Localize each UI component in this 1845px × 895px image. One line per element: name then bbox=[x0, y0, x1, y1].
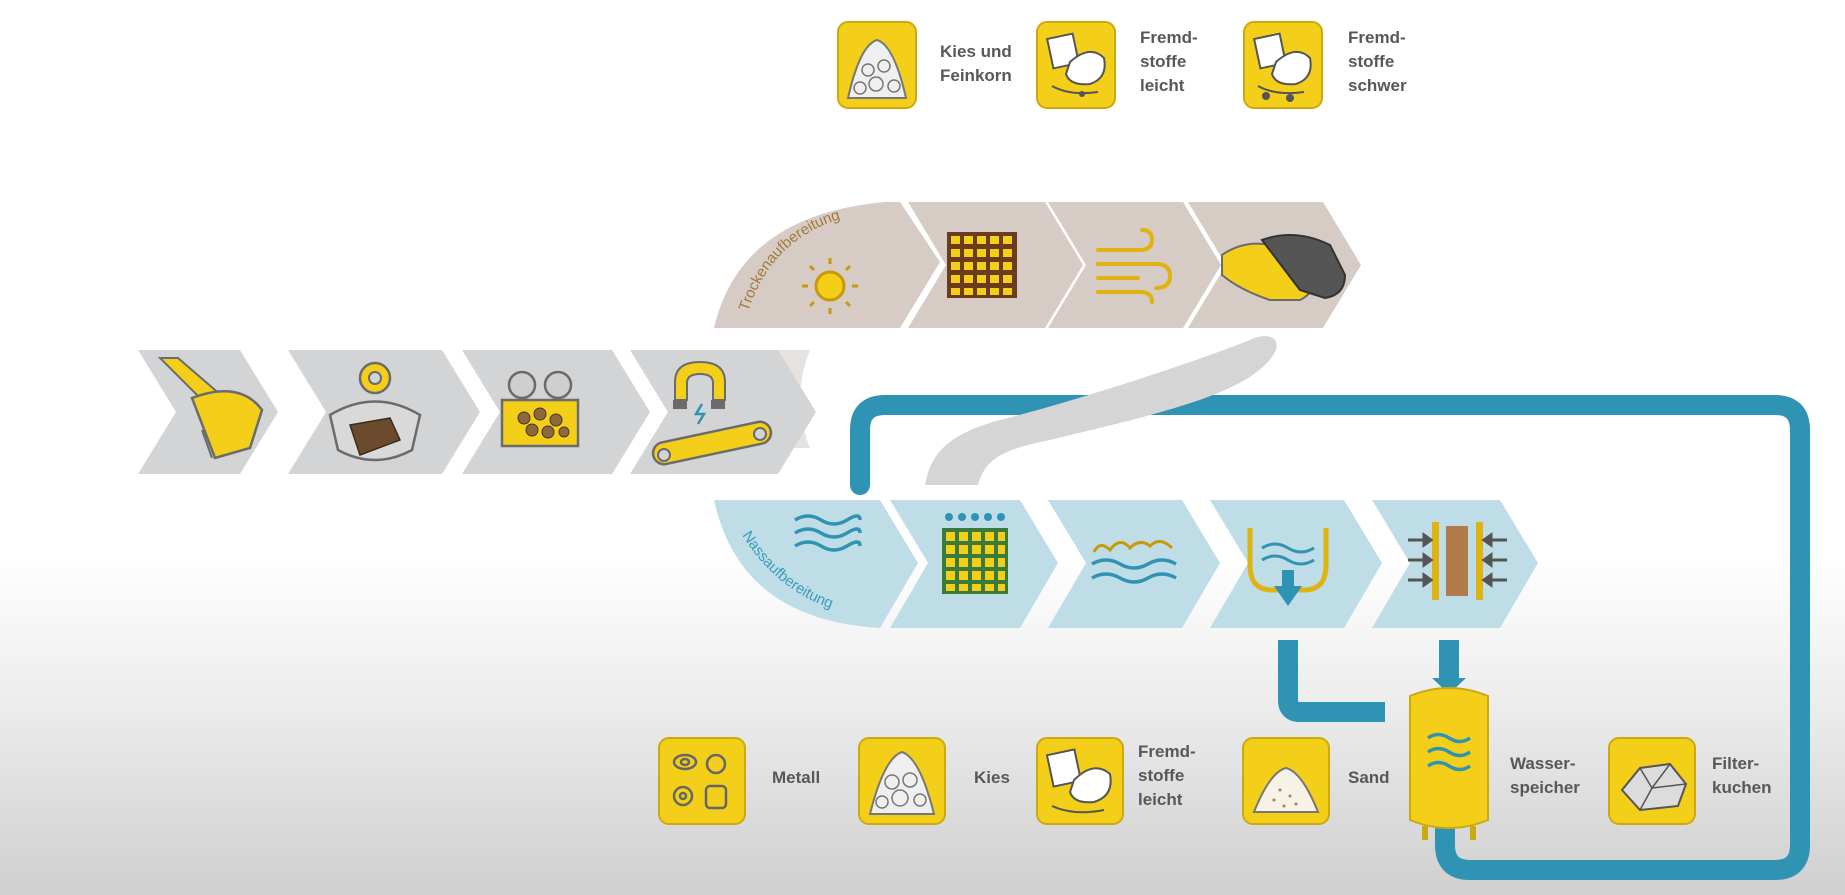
wet-start-chevron bbox=[714, 500, 918, 628]
wet-branch: Nassaufbereitung bbox=[714, 500, 1538, 628]
bottom-output-label-2: Kies bbox=[974, 768, 1010, 787]
bottom-output-label-1: Metall bbox=[772, 768, 821, 787]
sun-icon bbox=[802, 258, 858, 314]
top-output-label-3: Fremd- stoffe schwer bbox=[1348, 28, 1407, 95]
sieve-grid-icon bbox=[947, 232, 1017, 298]
filter-press-icon bbox=[1408, 522, 1507, 600]
water-drop-pipe bbox=[1439, 640, 1459, 678]
wet-sieve-icon bbox=[942, 513, 1008, 594]
grab-crusher-icon bbox=[328, 361, 422, 462]
water-waves-icon bbox=[794, 514, 862, 552]
excavator-bucket-icon bbox=[157, 357, 264, 460]
sand-icon bbox=[1242, 737, 1330, 825]
top-output-label-2: Fremd- stoffe leicht bbox=[1140, 28, 1198, 95]
filter-cake-icon bbox=[1608, 737, 1696, 825]
bottom-output-label-6: Filter- kuchen bbox=[1712, 754, 1772, 797]
top-output-label-1: Kies und Feinkorn bbox=[940, 42, 1012, 85]
dry-start-chevron bbox=[714, 202, 940, 328]
gravel-pile-icon bbox=[837, 21, 917, 109]
light-foreign-matter-icon bbox=[1036, 21, 1116, 109]
metal-parts-icon bbox=[658, 737, 746, 825]
gravel-icon bbox=[858, 737, 946, 825]
bottom-output-label-3: Fremd- stoffe leicht bbox=[1138, 742, 1196, 809]
roller-crusher-icon bbox=[500, 370, 580, 448]
bottom-output-label-5: Wasser- speicher bbox=[1510, 754, 1580, 797]
dry-to-wet-connector bbox=[925, 336, 1277, 485]
sand-drop-pipe bbox=[1278, 640, 1385, 722]
magnet-conveyor-icon bbox=[651, 360, 773, 466]
air-wind-icon bbox=[1096, 228, 1173, 304]
heavy-foreign-matter-icon bbox=[1243, 21, 1323, 109]
gloves-icon bbox=[1221, 234, 1347, 301]
bottom-output-label-4: Sand bbox=[1348, 768, 1390, 787]
water-tank-icon bbox=[1409, 687, 1489, 840]
light-foreign-matter-icon bbox=[1036, 737, 1124, 825]
settling-tank-icon bbox=[1247, 528, 1329, 606]
water-return-pipe bbox=[850, 395, 1810, 880]
float-separation-icon bbox=[1091, 540, 1177, 584]
